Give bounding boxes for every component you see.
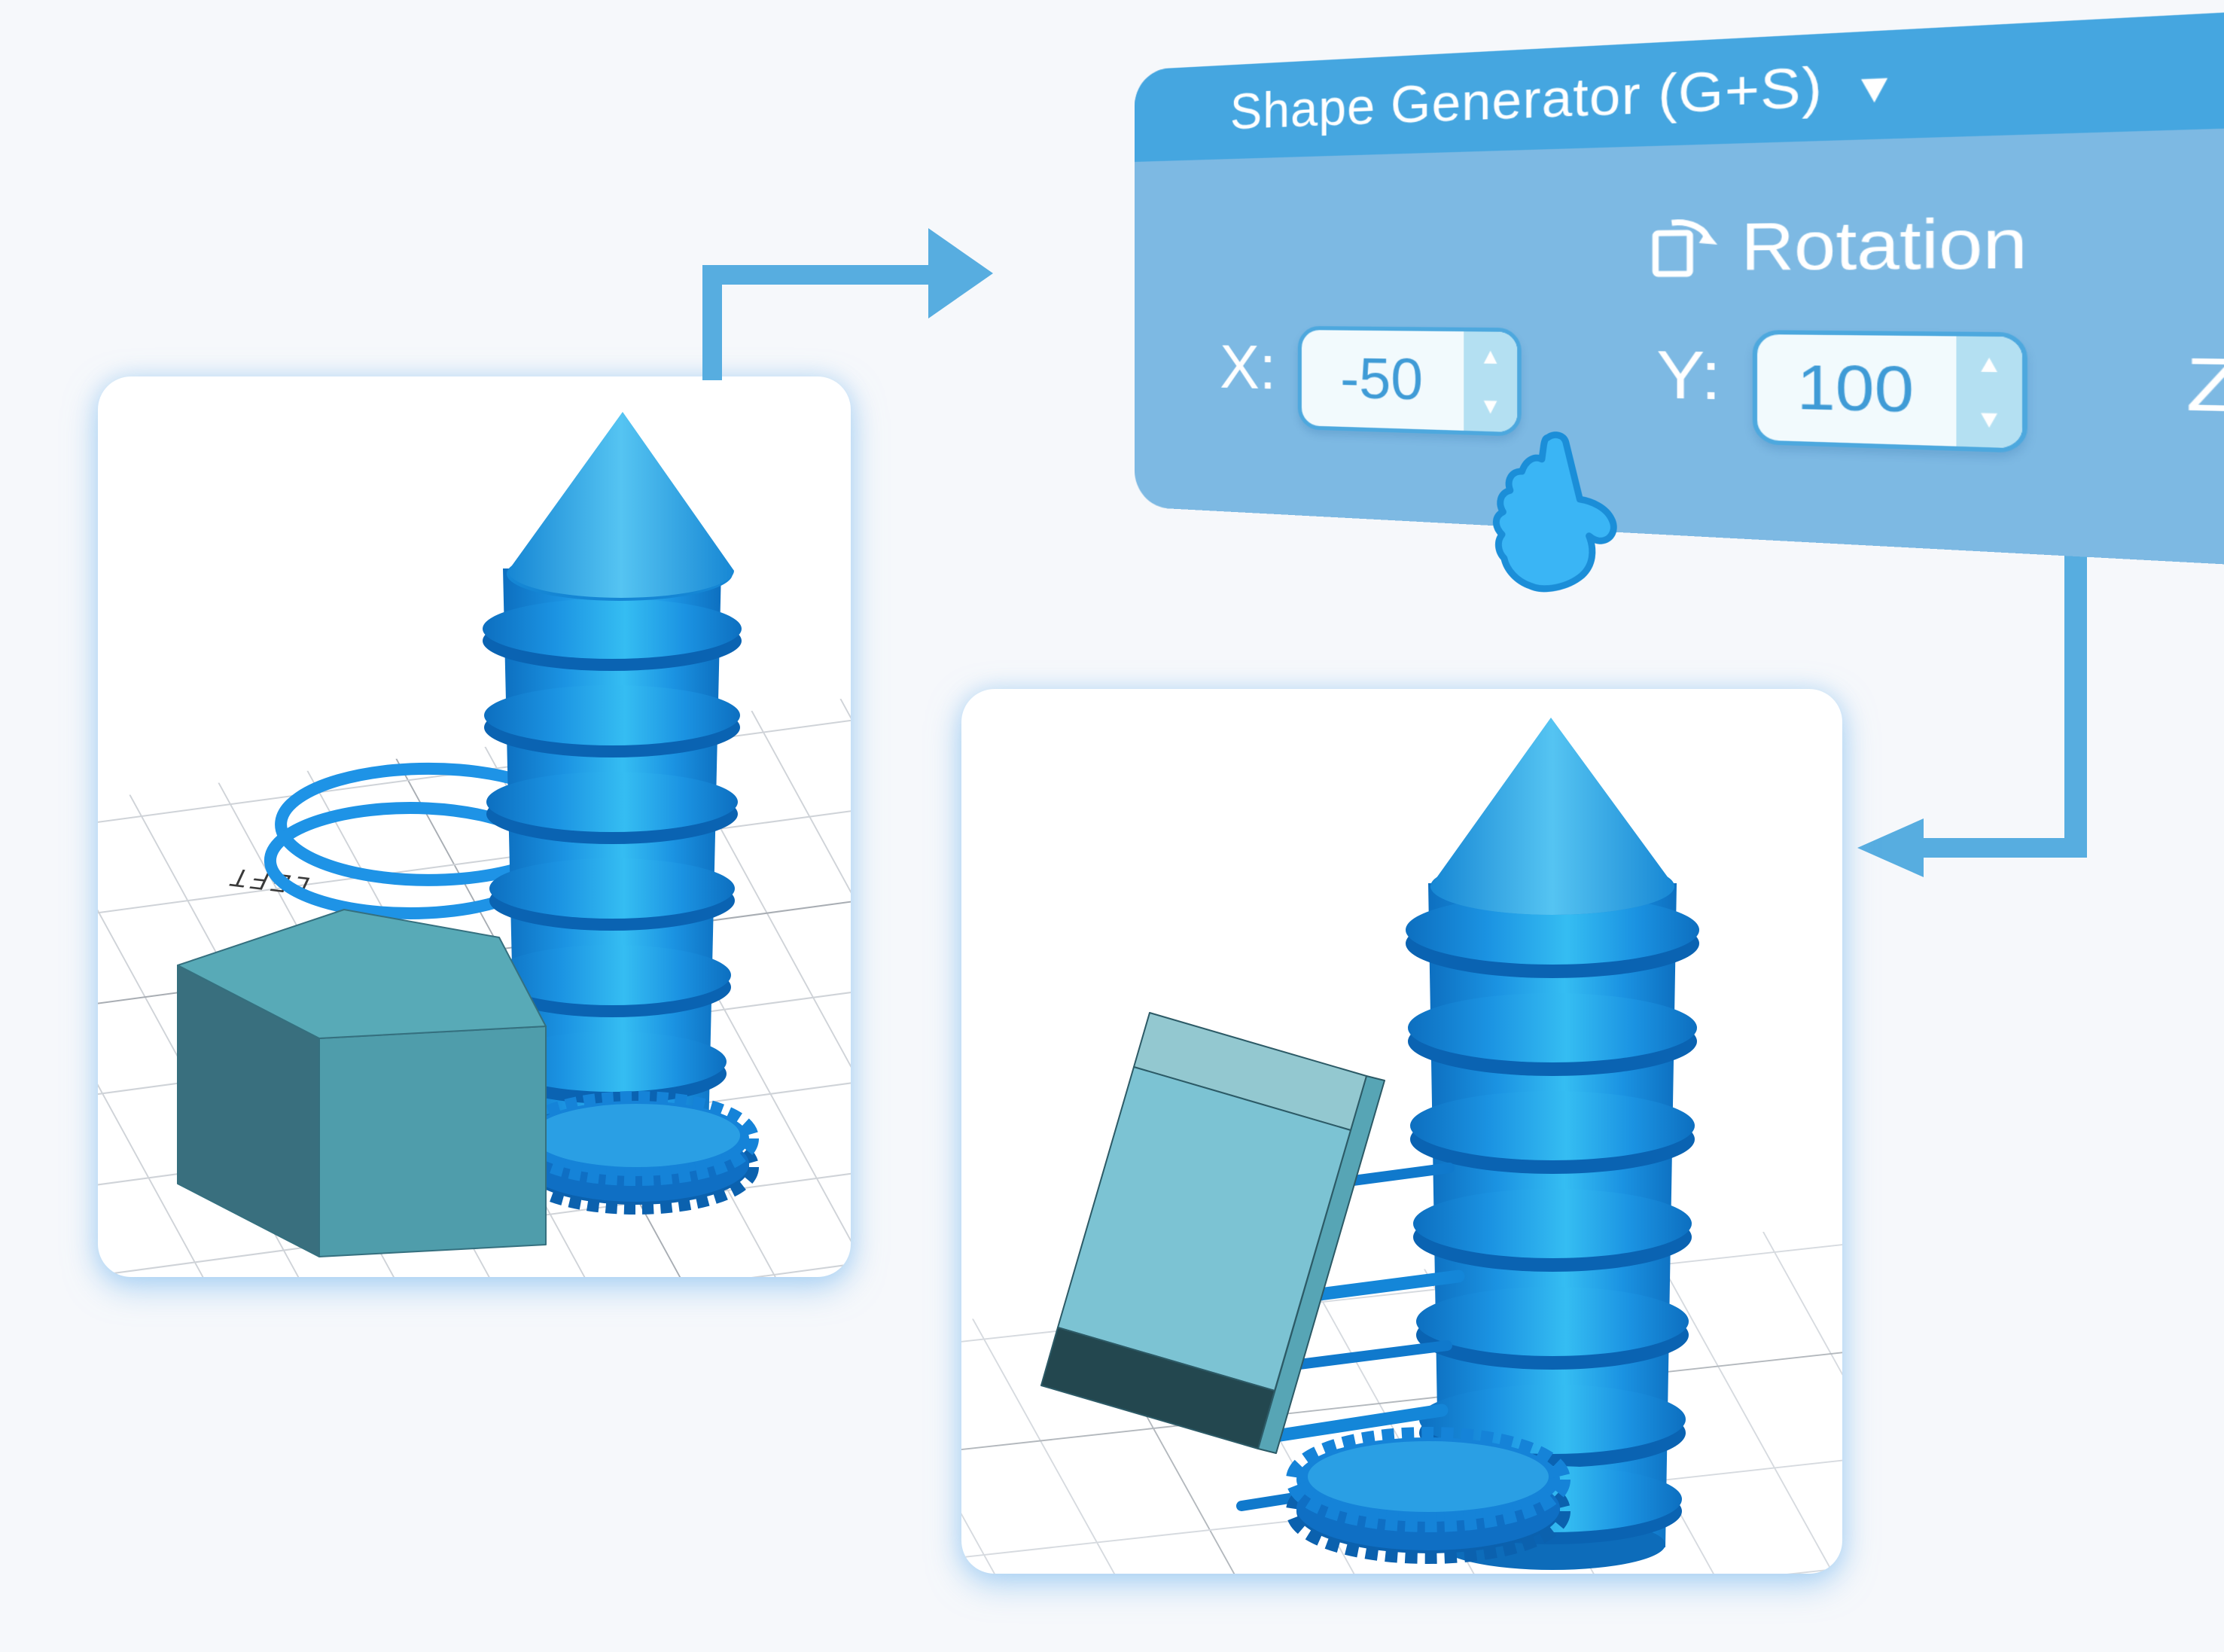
gear-shape	[513, 1091, 759, 1215]
scene-after-canvas	[961, 718, 1842, 1574]
dialog-title: Shape Generator (G+S)	[1229, 55, 1823, 140]
rotation-section: Rotation	[1573, 201, 2115, 286]
flow-arrow-to-result-head	[1857, 818, 1924, 877]
gear-shape	[1286, 1427, 1571, 1564]
rotation-x-input[interactable]: -50	[1340, 346, 1424, 413]
cursor-hand-icon	[1492, 431, 1617, 593]
spin-up-button[interactable]: ▲	[1479, 343, 1502, 369]
pentagon-prism-shape	[1040, 1012, 1385, 1454]
flow-arrow-to-dialog-head	[928, 228, 993, 319]
rotation-label: Rotation	[1741, 203, 2028, 285]
axis-label-x: X:	[1220, 332, 1277, 402]
dropdown-caret-icon[interactable]: ▼	[1851, 63, 1897, 112]
spin-down-button[interactable]: ▼	[1975, 405, 2003, 434]
axis-label-y: Y:	[1656, 337, 1722, 414]
viewport-before: LEFT	[98, 376, 851, 1277]
spin-down-button[interactable]: ▼	[1479, 393, 1502, 419]
spin-up-button[interactable]: ▲	[1975, 349, 2003, 378]
rotation-x-spinner: ▲ ▼	[1464, 331, 1518, 433]
flow-arrow-to-dialog-segment	[702, 265, 928, 285]
flow-arrow-to-result-segment	[1922, 838, 2087, 858]
viewport-after	[961, 689, 1842, 1574]
rotation-x-spinbox[interactable]: -50 ▲ ▼	[1297, 325, 1522, 437]
axis-label-z: Z:	[2186, 342, 2224, 428]
rotation-fields-row: X: -50 ▲ ▼ Y: 100 ▲ ▼ Z: 60 ▲ ▼	[1135, 325, 2224, 475]
rotation-icon	[1644, 209, 1723, 283]
rotation-y-input[interactable]: 100	[1796, 352, 1915, 427]
rotation-y-spinbox[interactable]: 100 ▲ ▼	[1752, 330, 2027, 453]
pentagon-prism-shape	[177, 909, 547, 1257]
rotation-y-spinner: ▲ ▼	[1956, 336, 2022, 449]
dialog-header[interactable]: Shape Generator (G+S) ▼	[1135, 0, 2224, 162]
scene-before-canvas: LEFT	[98, 412, 851, 1277]
shape-generator-dialog: Shape Generator (G+S) ▼ Rotation X: -50 …	[1135, 0, 2224, 604]
